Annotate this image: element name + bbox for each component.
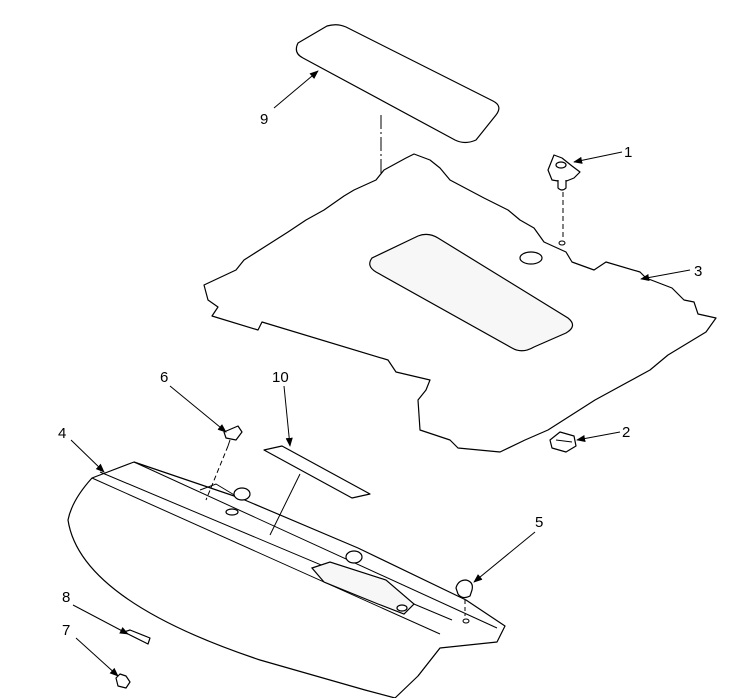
leader-8 [72,604,129,635]
leader-6 [169,385,227,433]
callout-3: 3 [694,263,702,280]
callout-8: 8 [62,589,70,606]
callout-6: 6 [160,369,168,386]
leader-5 [473,531,536,583]
part-9-cover-pad [295,24,500,144]
part-4-tray [67,461,506,698]
leader-4 [70,439,105,473]
leader-7 [75,637,119,677]
callout-9: 9 [260,111,268,128]
callout-2: 2 [622,424,630,441]
leader-9 [273,70,319,109]
part-8-washer [123,629,151,645]
leader-10 [283,385,293,447]
callout-4: 4 [58,425,66,442]
part-10-label-strip [263,445,371,499]
part-2-clip-nut [549,431,577,453]
callout-5: 5 [535,514,543,531]
part-6-screw [205,425,243,501]
callout-1: 1 [624,144,632,161]
callout-7: 7 [62,622,70,639]
part-3-base-plate [203,153,717,453]
leader-1 [573,151,623,164]
part-5-bumper [455,579,473,616]
leader-2 [576,431,621,443]
callout-10: 10 [272,369,289,386]
plate-hole [519,251,543,265]
part-1-thumb-knob [547,154,581,238]
leader-3 [640,269,691,282]
part-7-foot [115,673,131,689]
